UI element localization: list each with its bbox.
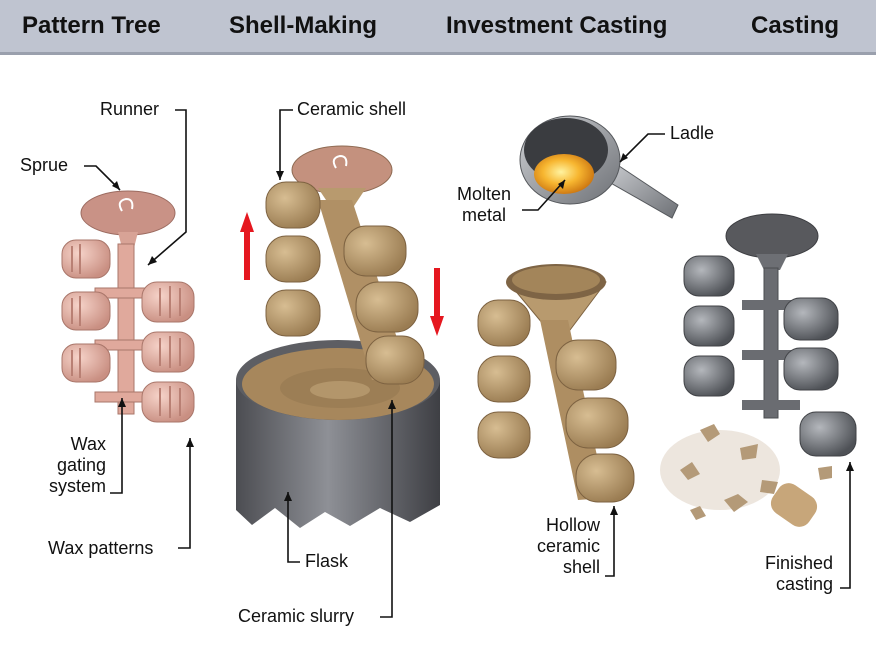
finished-metal-casting [683,213,857,457]
label-finished-casting-line-2: casting [775,574,833,594]
label-finished-casting-line-1: Finished [764,553,833,573]
label-hollow-ceramic-shell: Hollow ceramic shell [520,515,600,578]
dipped-ceramic-tree [265,145,425,385]
ladle [519,115,679,219]
wax-pattern-tree [61,190,195,423]
label-wax-gating-system-line-1: Wax [70,434,106,454]
label-hollow-ceramic-shell-line-3: shell [562,557,600,577]
label-wax-gating-system-line-2: gating [56,455,106,475]
label-wax-patterns: Wax patterns [48,538,154,558]
label-ceramic-shell: Ceramic shell [297,99,407,119]
label-wax-gating-system: Wax gating system [20,434,106,497]
leader-lines [84,109,851,618]
label-molten-metal-line-1: Molten [456,184,512,204]
stage-header-bar: Pattern Tree Shell-Making Investment Cas… [0,0,876,55]
label-wax-gating-system-line-3: system [48,476,106,496]
leader-arrowheads [112,153,854,515]
hollow-ceramic-shell [477,264,635,503]
stage-title-pattern-tree: Pattern Tree [22,12,161,39]
label-hollow-ceramic-shell-line-2: ceramic [536,536,600,556]
stage-title-shell-making: Shell-Making [229,12,378,39]
label-ladle: Ladle [670,123,715,143]
label-flask: Flask [305,551,349,571]
label-hollow-ceramic-shell-line-1: Hollow [545,515,600,535]
label-ceramic-slurry: Ceramic slurry [238,606,355,626]
label-runner: Runner [100,99,160,119]
shell-debris [660,424,832,527]
label-sprue: Sprue [20,155,69,175]
label-molten-metal-line-2: metal [461,205,506,225]
label-finished-casting: Finished casting [745,553,833,595]
stage-title-investment-casting: Investment Casting [446,12,668,39]
stage-title-casting: Casting [751,12,840,39]
label-molten-metal: Molten metal [446,184,522,226]
dipping-arrows [240,212,444,336]
